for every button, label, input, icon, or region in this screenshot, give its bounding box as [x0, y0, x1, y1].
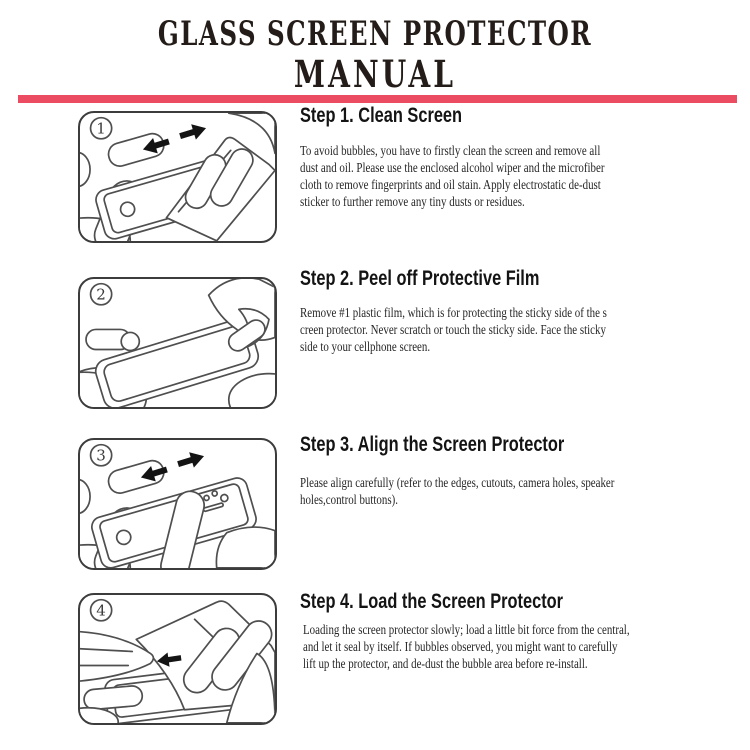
right-palm	[215, 526, 275, 568]
page-title-line1: GLASS SCREEN PROTECTOR	[157, 14, 593, 54]
left-thumb	[83, 685, 144, 711]
step-number: 3	[96, 446, 106, 464]
camera-hole-3	[219, 493, 229, 503]
step-3-figure: 3	[78, 438, 277, 570]
left-index-finger	[107, 459, 165, 494]
align-arrow-right-icon	[177, 452, 205, 468]
step-number: 2	[96, 285, 106, 303]
wipe-arrow-left-icon	[142, 137, 170, 154]
step-2-body: Remove #1 plastic film, which is for pro…	[300, 306, 607, 355]
step-4-illustration: 4	[80, 598, 275, 723]
step-2-heading: Step 2. Peel off Protective Film	[300, 267, 540, 290]
step-3-illustration: 3	[80, 443, 275, 568]
pinch-finger	[227, 319, 266, 352]
camera-hole-1	[203, 494, 210, 502]
step-4-body: Loading the screen protector slowly; loa…	[303, 623, 630, 672]
left-index-finger	[107, 132, 165, 167]
page-title-line2: MANUAL	[293, 52, 457, 96]
step-number-badge	[89, 116, 113, 140]
right-arm	[225, 652, 275, 723]
step-number: 4	[96, 601, 106, 619]
step-2-illustration: 2	[80, 279, 275, 407]
left-hand	[80, 630, 155, 682]
thumb-tip	[120, 331, 141, 352]
step-2-figure: 2	[78, 277, 277, 409]
step-3-body: Please align carefully (refer to the edg…	[300, 476, 615, 508]
title-divider-bar	[18, 95, 737, 103]
pressing-finger	[160, 490, 205, 568]
camera-hole-2	[211, 490, 219, 497]
step-number-badge	[89, 598, 113, 622]
step-4-heading: Step 4. Load the Screen Protector	[300, 590, 564, 613]
step-3-heading: Step 3. Align the Screen Protector	[300, 433, 565, 456]
press-arrow-icon	[156, 652, 182, 667]
step-number-badge	[89, 443, 113, 467]
wipe-arrow-right-icon	[179, 124, 207, 140]
step-1-illustration: 1	[80, 113, 275, 241]
hand-edge-blob	[80, 478, 91, 514]
hand-edge-blob	[80, 151, 91, 187]
step-1-figure: 1	[78, 111, 277, 243]
step-number-badge	[89, 282, 113, 306]
finger-line-1	[80, 647, 134, 653]
right-wrist	[227, 372, 275, 407]
right-palm	[227, 113, 275, 155]
left-wrist	[80, 706, 120, 723]
step-4-figure: 4	[78, 593, 277, 725]
step-number: 1	[96, 119, 106, 137]
right-finger-2	[209, 148, 254, 207]
step-1-heading: Step 1. Clean Screen	[300, 104, 463, 127]
step-1-body: To avoid bubbles, you have to firstly cl…	[300, 144, 605, 210]
align-arrow-left-icon	[140, 465, 168, 482]
